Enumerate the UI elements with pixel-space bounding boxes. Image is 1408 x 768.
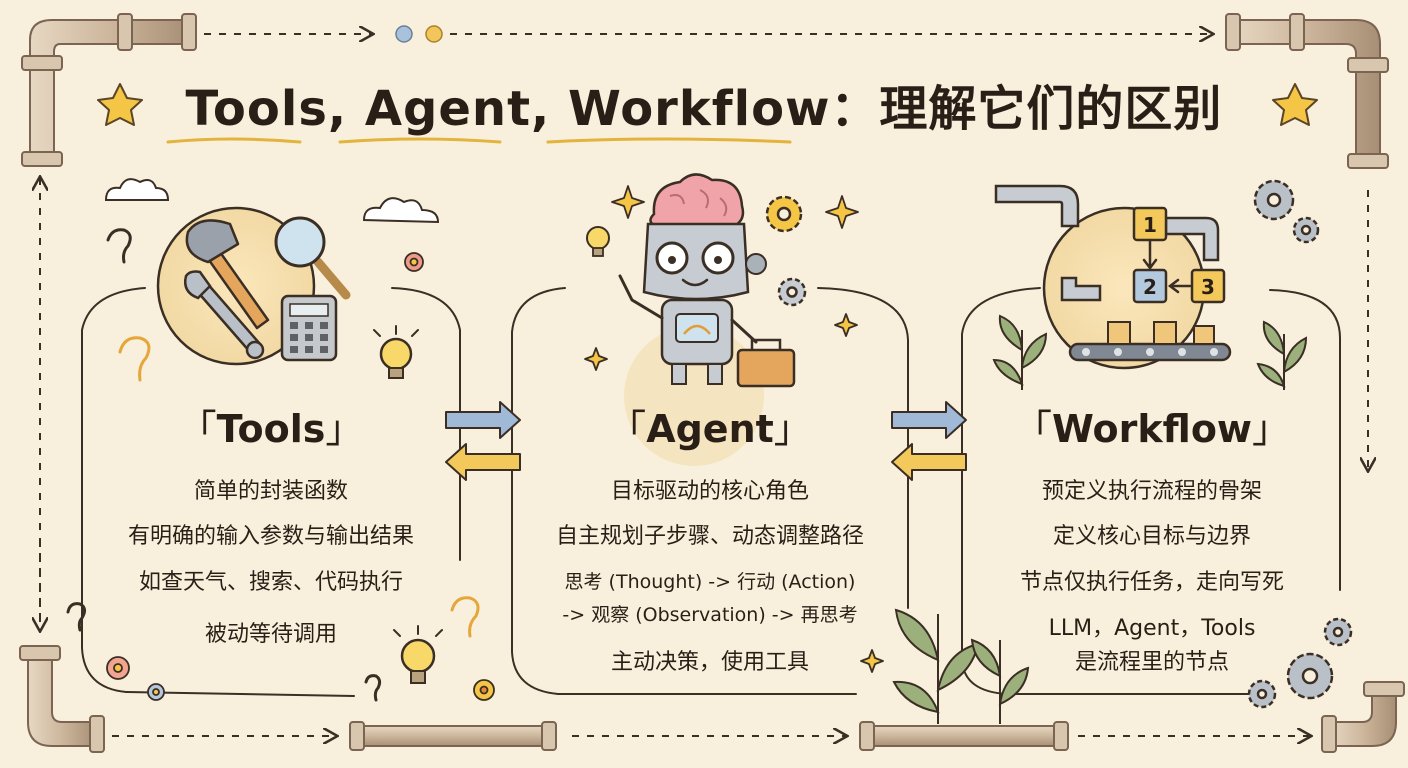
tools-line-1: 简单的封装函数 bbox=[193, 479, 348, 504]
step-label: 2 bbox=[1143, 275, 1157, 299]
tools-line-4: 被动等待调用 bbox=[204, 622, 337, 647]
conveyor-belt-icon bbox=[1068, 342, 1232, 362]
flower-icon bbox=[106, 252, 495, 701]
pipe-icon bbox=[19, 645, 105, 753]
workflow-line-2: 定义核心目标与边界 bbox=[1052, 524, 1251, 549]
tools-heading-label: Tools bbox=[216, 407, 326, 451]
tools-line-2: 有明确的输入参数与输出结果 bbox=[127, 524, 414, 549]
workflow-line-5: 是流程里的节点 bbox=[1074, 650, 1229, 675]
step-node bbox=[1132, 206, 1226, 304]
workflow-heading: 「Workflow」 bbox=[982, 404, 1322, 454]
agent-line-3: 思考 (Thought) -> 行动 (Action) bbox=[564, 571, 856, 593]
agent-line-5: 主动决策，使用工具 bbox=[610, 650, 809, 675]
title-underline bbox=[166, 137, 792, 144]
bracket-open: 「 bbox=[178, 407, 217, 451]
workflow-line-3: 节点仅执行任务，走向写死 bbox=[1019, 570, 1284, 595]
card-outline bbox=[81, 287, 1341, 697]
bracket-close: 」 bbox=[773, 407, 812, 451]
lightbulb-icon bbox=[586, 226, 610, 257]
toolbox-icon bbox=[736, 338, 796, 388]
pipe-icon bbox=[994, 184, 1220, 302]
sparkle-icon bbox=[584, 185, 884, 673]
tools-line-3: 如查天气、搜索、代码执行 bbox=[138, 570, 403, 595]
hammer-icon bbox=[185, 219, 270, 330]
star-icon bbox=[1272, 83, 1318, 126]
bracket-close: 」 bbox=[325, 407, 364, 451]
lightbulb-icon bbox=[373, 325, 419, 379]
workflow-heading-label: Workflow bbox=[1051, 407, 1253, 451]
pipe-icon bbox=[1225, 13, 1389, 169]
pipe-icon bbox=[1321, 681, 1405, 753]
workflow-illustration bbox=[994, 184, 1232, 370]
arrow-right-icon bbox=[445, 401, 967, 439]
robot-icon bbox=[618, 173, 796, 466]
arrow-left-icon bbox=[445, 443, 967, 481]
bracket-close: 」 bbox=[1252, 407, 1291, 451]
pipe-icon bbox=[349, 721, 1069, 751]
dashed-border bbox=[40, 34, 1368, 736]
calculator-icon bbox=[280, 294, 338, 362]
page-title: Tools, Agent, Workflow：理解它们的区别 bbox=[185, 81, 1223, 137]
magnifier-icon bbox=[274, 216, 351, 300]
agent-heading: 「Agent」 bbox=[540, 404, 880, 454]
lightbulb-icon bbox=[393, 625, 443, 684]
question-mark-icon bbox=[66, 228, 480, 702]
bracket-open: 「 bbox=[608, 407, 647, 451]
plant-icon bbox=[892, 314, 1308, 724]
agent-line-4: -> 观察 (Observation) -> 再思考 bbox=[562, 604, 858, 626]
box-icon bbox=[1107, 321, 1215, 345]
agent-line-2: 自主规划子步骤、动态调整路径 bbox=[555, 524, 864, 549]
step-label: 3 bbox=[1201, 275, 1215, 299]
workflow-line-1: 预定义执行流程的骨架 bbox=[1041, 479, 1262, 504]
cloud-icon bbox=[104, 178, 440, 224]
tools-illustration bbox=[156, 206, 351, 366]
dot-icon bbox=[395, 25, 413, 43]
wrench-icon bbox=[184, 270, 265, 360]
step-label: 1 bbox=[1143, 213, 1157, 237]
workflow-line-4: LLM，Agent，Tools bbox=[1048, 616, 1256, 641]
bracket-open: 「 bbox=[1013, 407, 1052, 451]
agent-heading-label: Agent bbox=[646, 407, 774, 451]
star-icon bbox=[97, 83, 143, 126]
dot-icon bbox=[425, 25, 443, 43]
agent-line-1: 目标驱动的核心角色 bbox=[610, 479, 809, 504]
pipe-icon bbox=[21, 13, 197, 167]
tools-heading: 「Tools」 bbox=[101, 404, 441, 454]
gear-icon bbox=[765, 195, 807, 307]
gear-icon bbox=[1247, 179, 1353, 709]
